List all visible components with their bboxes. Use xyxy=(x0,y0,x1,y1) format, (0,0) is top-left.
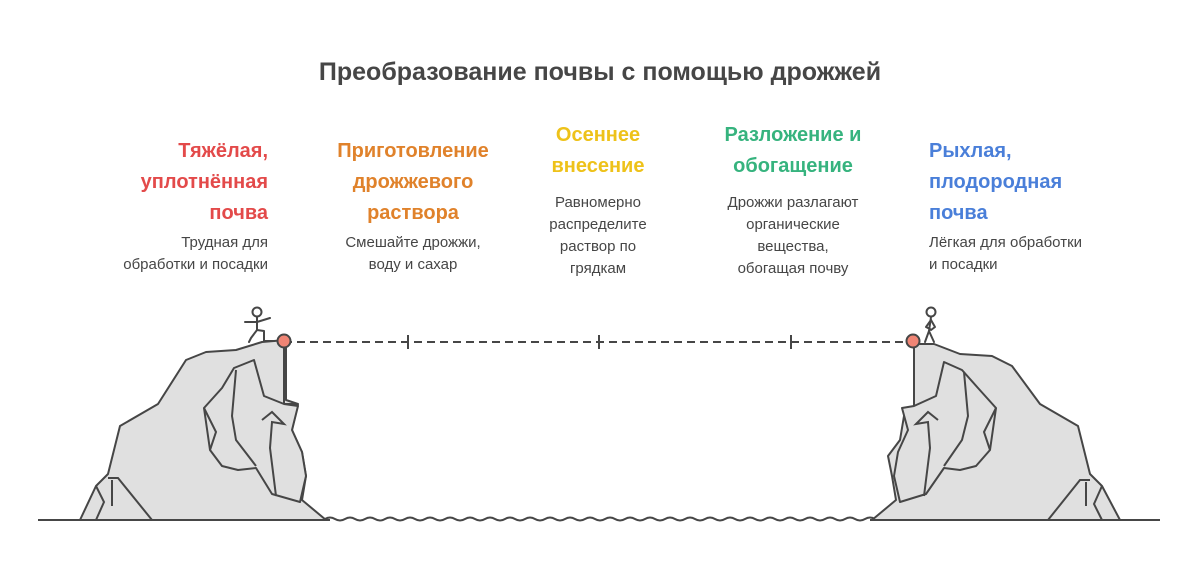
water-wave xyxy=(324,516,876,522)
standing-person-icon xyxy=(924,306,937,343)
step-2-heading: Приготовление дрожжевого раствора xyxy=(337,140,489,224)
step-3-description: Равномерно распределите раствор по грядк… xyxy=(549,194,647,277)
step-5-heading: Рыхлая, плодородная почва xyxy=(929,140,1063,224)
step-1-description: Трудная для обработки и посадки xyxy=(123,234,268,273)
struggling-person-icon xyxy=(244,306,275,343)
step-5-description: Лёгкая для обработки и посадки xyxy=(929,234,1083,273)
diagram-title: Преобразование почвы с помощью дрожжей xyxy=(318,58,882,86)
step-4-heading: Разложение и обогащение xyxy=(724,124,862,177)
step-1-heading: Тяжёлая, уплотнённая почва xyxy=(140,140,268,224)
right-cliff xyxy=(871,343,1121,521)
step-3-heading: Осеннее внесение xyxy=(551,124,645,177)
step-4-description: Дрожжи разлагают органические вещества, … xyxy=(727,194,859,277)
end-marker xyxy=(905,333,921,349)
start-marker xyxy=(276,333,292,349)
step-2-description: Смешайте дрожжи, воду и сахар xyxy=(345,234,481,273)
left-cliff xyxy=(79,339,327,521)
